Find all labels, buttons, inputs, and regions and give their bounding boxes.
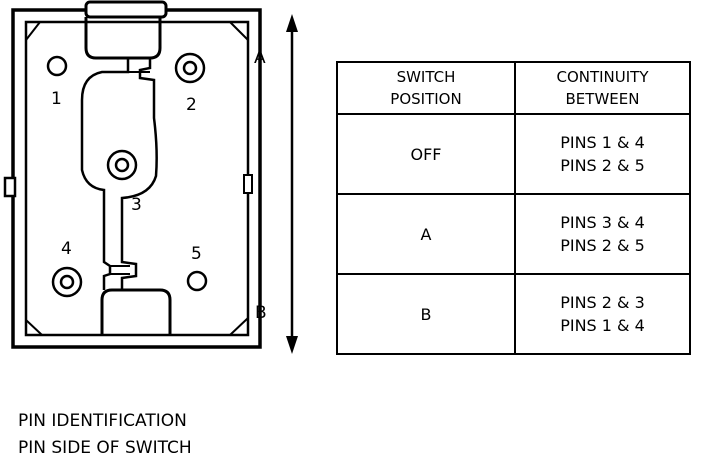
- continuity-value: PINS 3 & 4: [560, 213, 645, 232]
- caption-line-2: PIN SIDE OF SWITCH: [18, 438, 192, 458]
- corner-notch: [25, 319, 43, 336]
- corner-notch: [229, 21, 249, 41]
- top-recess: [84, 17, 162, 60]
- continuity-cell: PINS 3 & 4 PINS 2 & 5: [514, 193, 691, 275]
- continuity-value: PINS 2 & 5: [560, 156, 645, 175]
- header-switch-position: SWITCH POSITION: [336, 61, 516, 115]
- position-value: B: [420, 304, 432, 324]
- continuity-value: PINS 2 & 3: [560, 293, 645, 312]
- table-row-off: OFF PINS 1 & 4 PINS 2 & 5: [336, 113, 691, 195]
- center-contact-blade: [80, 58, 158, 290]
- direction-label-a: A: [254, 48, 266, 68]
- position-value: OFF: [410, 144, 442, 164]
- continuity-value: PINS 2 & 5: [560, 236, 645, 255]
- header-continuity-between: CONTINUITY BETWEEN: [514, 61, 691, 115]
- pin-5: [186, 270, 208, 292]
- table-row-b: B PINS 2 & 3 PINS 1 & 4: [336, 273, 691, 355]
- position-cell: OFF: [336, 113, 516, 195]
- top-tab: [84, 0, 168, 19]
- continuity-cell: PINS 1 & 4 PINS 2 & 5: [514, 113, 691, 195]
- left-side-tab: [3, 176, 17, 198]
- pin-label-4: 4: [61, 239, 72, 259]
- arrow-down-icon: [286, 336, 298, 354]
- blade-slot: [110, 71, 150, 275]
- continuity-cell: PINS 2 & 3 PINS 1 & 4: [514, 273, 691, 355]
- caption-line-1: PIN IDENTIFICATION: [18, 411, 187, 431]
- diagram-caption: PIN IDENTIFICATION PIN SIDE OF SWITCH: [18, 408, 192, 462]
- pin-1: [46, 55, 68, 77]
- position-value: A: [420, 224, 432, 244]
- direction-label-b: B: [255, 303, 267, 323]
- right-side-tab: [243, 174, 253, 194]
- header-line: BETWEEN: [565, 90, 640, 108]
- continuity-value: PINS 1 & 4: [560, 316, 645, 335]
- pin-2: [174, 52, 206, 84]
- header-line: SWITCH: [396, 68, 456, 86]
- corner-notch: [25, 21, 41, 41]
- position-cell: B: [336, 273, 516, 355]
- bottom-recess: [100, 288, 172, 335]
- pin-label-5: 5: [191, 244, 202, 264]
- pin-label-2: 2: [186, 95, 197, 115]
- switch-housing-inner: [24, 20, 250, 337]
- pin-3: [106, 149, 138, 181]
- arrow-up-icon: [286, 14, 298, 32]
- pin-4: [51, 266, 83, 298]
- position-cell: A: [336, 193, 516, 275]
- header-line: CONTINUITY: [556, 68, 649, 86]
- continuity-table: SWITCH POSITION CONTINUITY BETWEEN OFF P…: [336, 61, 691, 355]
- continuity-value: PINS 1 & 4: [560, 133, 645, 152]
- corner-notch: [229, 317, 249, 336]
- pin-label-3: 3: [131, 195, 142, 215]
- table-header-row: SWITCH POSITION CONTINUITY BETWEEN: [336, 61, 691, 115]
- header-line: POSITION: [390, 90, 462, 108]
- table-row-a: A PINS 3 & 4 PINS 2 & 5: [336, 193, 691, 275]
- pin-label-1: 1: [51, 89, 62, 109]
